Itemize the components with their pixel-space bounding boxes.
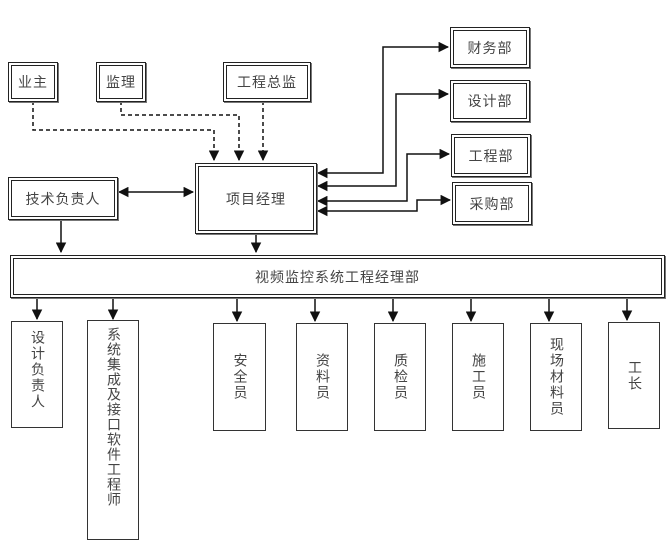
site-material-clerk-box: 现场材料员	[530, 323, 582, 431]
owner-label: 业主	[18, 75, 48, 91]
foreman-label: 工长	[626, 359, 642, 392]
foreman-box: 工长	[608, 322, 660, 429]
supervisor-label: 监理	[106, 75, 136, 91]
document-clerk-label: 资料员	[314, 353, 330, 401]
design-lead-box: 设计负责人	[11, 321, 63, 428]
procurement-dept-box: 采购部	[452, 182, 532, 225]
procurement-dept-label: 采购部	[469, 196, 515, 213]
project-manager-box: 项目经理	[195, 163, 317, 234]
design-dept-label: 设计部	[467, 94, 513, 110]
finance-dept-box: 财务部	[450, 27, 530, 68]
engineering-dept-label: 工程部	[468, 148, 514, 165]
site-material-clerk-label: 现场材料员	[548, 337, 564, 417]
finance-dept-label: 财务部	[467, 40, 513, 57]
construction-worker-label: 施工员	[470, 353, 486, 401]
owner-to-pm-link	[32, 101, 220, 162]
design-lead-label: 设计负责人	[29, 330, 45, 410]
supervisor-to-pm-link	[120, 101, 245, 162]
quality-inspector-label: 质检员	[392, 353, 408, 401]
department-office-bar: 视频监控系统工程经理部	[10, 255, 665, 298]
construction-worker-box: 施工员	[452, 323, 504, 431]
department-office-label: 视频监控系统工程经理部	[255, 269, 420, 286]
safety-officer-label: 安全员	[231, 353, 248, 401]
engineering-dept-box: 工程部	[451, 134, 531, 177]
safety-officer-box: 安全员	[213, 323, 266, 431]
document-clerk-box: 资料员	[296, 323, 348, 431]
quality-inspector-box: 质检员	[374, 323, 426, 431]
tech-lead-label: 技术负责人	[25, 191, 101, 208]
pm-procurement-link	[316, 194, 452, 217]
integration-engineer-box: 系统集成及接口软件工程师	[87, 320, 139, 540]
integration-engineer-label: 系统集成及接口软件工程师	[105, 327, 121, 507]
tech-lead-box: 技术负责人	[8, 177, 118, 220]
owner-box: 业主	[8, 62, 58, 102]
chief-engineer-box: 工程总监	[223, 62, 311, 102]
design-dept-box: 设计部	[450, 80, 530, 122]
chief-engineer-label: 工程总监	[237, 75, 297, 91]
project-manager-label: 项目经理	[226, 191, 286, 208]
supervisor-box: 监理	[96, 62, 146, 102]
